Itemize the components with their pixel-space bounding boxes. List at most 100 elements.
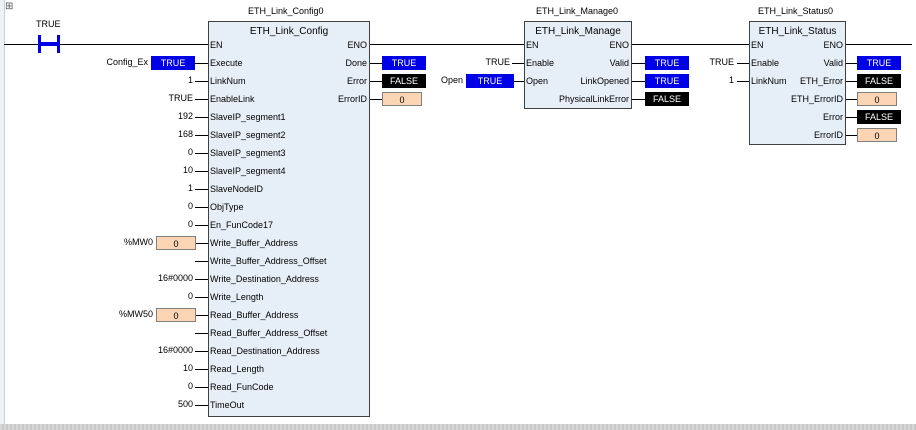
left-power-rail [0,0,5,424]
status-eth-errorid-value[interactable]: 0 [857,92,897,106]
manage-enable-value[interactable]: TRUE [485,57,511,67]
status-errorid-wire [846,135,857,136]
status-eth-errorid-wire [846,99,857,100]
manage-output-linkopened: LinkOpened [580,76,629,86]
config-output-error: Error [347,76,367,86]
manage-open-wire [514,81,524,82]
config-input-wire [195,405,208,406]
config-write-buffer-value[interactable]: 0 [156,236,196,250]
status-input-linknum: LinkNum [751,76,787,86]
config-input-value[interactable]: 168 [177,129,193,139]
config-input-slaveip-segment3: SlaveIP_segment3 [210,148,286,158]
config-input-wire [195,135,208,136]
config-input-wire [195,261,208,262]
manage-physicallinkerror-value[interactable]: FALSE [645,92,689,106]
config-input-value[interactable]: 1 [187,75,193,85]
manage-open-variable[interactable]: Open [440,75,463,85]
status-enable-wire [737,63,749,64]
config-input-value[interactable]: 192 [177,111,193,121]
config-input-read-buffer-address-offset: Read_Buffer_Address_Offset [210,328,328,338]
status-eth-error-wire [846,81,857,82]
config-output-value[interactable]: 0 [382,92,422,106]
config-input-value[interactable]: 1 [187,183,193,193]
config-input-write-buffer-address: Write_Buffer_Address [210,238,298,248]
config-input-objtype: ObjType [210,202,244,212]
config-input-value[interactable]: 0 [187,381,193,391]
config-output-value[interactable]: FALSE [382,74,426,88]
config-instance-name[interactable]: ETH_Link_Config0 [248,6,324,16]
config-input-wire [195,315,208,316]
config-input-value[interactable]: 16#0000 [157,273,193,283]
config-input-timeout: TimeOut [210,400,245,410]
status-block[interactable]: ETH_Link_Status EN ENO Enable LinkNum Va… [749,21,846,145]
status-block-type: ETH_Link_Status [758,26,837,37]
config-execute-value[interactable]: TRUE [151,56,195,70]
config-input-value[interactable]: 10 [182,363,193,373]
config-input-value[interactable]: 0 [187,147,193,157]
manage-output-valid: Valid [609,58,629,68]
config-input-value[interactable]: 0 [187,291,193,301]
config-input-value[interactable]: 0 [187,201,193,211]
config-input-value[interactable]: 0 [187,219,193,229]
status-output-valid: Valid [823,58,843,68]
status-eth-error-value[interactable]: FALSE [857,74,901,88]
config-input-value[interactable]: 16#0000 [157,345,193,355]
config-output-wire [370,63,382,64]
manage-input-open: Open [526,76,549,86]
config-input-wire [195,171,208,172]
config-input-read-funcode: Read_FunCode [210,382,274,392]
manage-valid-wire [632,63,646,64]
horizontal-scrollbar[interactable] [0,424,916,430]
config-input-linknum: LinkNum [210,76,246,86]
manage-enable-wire [512,63,524,64]
config-input-read-length: Read_Length [210,364,265,374]
manage-linkopened-value[interactable]: TRUE [645,74,689,88]
config-output-value[interactable]: TRUE [382,56,426,70]
config-input-enablelink: EnableLink [210,94,255,104]
status-valid-value[interactable]: TRUE [857,56,901,70]
config-en-pin: EN [210,40,223,50]
config-input-write-destination-address: Write_Destination_Address [210,274,319,284]
config-input-wire [195,333,208,334]
manage-eno-pin: ENO [609,40,629,50]
status-error-wire [846,117,857,118]
status-en-pin: EN [751,40,764,50]
manage-linkopened-wire [632,81,646,82]
config-input-wire [195,279,208,280]
config-input-wire [195,117,208,118]
status-output-error: Error [823,112,843,122]
status-input-enable: Enable [751,58,780,68]
status-errorid-value[interactable]: 0 [857,128,897,142]
expand-collapse-icon[interactable]: ⊞ [5,1,14,12]
config-input-en-funcode17: En_FunCode17 [210,220,274,230]
config-input-wire [195,243,208,244]
config-input-slaveip-segment2: SlaveIP_segment2 [210,130,286,140]
config-output-done: Done [345,58,367,68]
config-input-value[interactable]: TRUE [168,93,194,103]
manage-instance-name[interactable]: ETH_Link_Manage0 [536,6,619,16]
config-execute-variable[interactable]: Config_Ex [106,57,148,67]
manage-open-value[interactable]: TRUE [466,74,514,88]
config-read-buffer-variable[interactable]: %MW50 [118,309,153,319]
status-instance-name[interactable]: ETH_Link_Status0 [758,6,834,16]
config-eno-pin: ENO [347,40,367,50]
rung-line [4,44,912,45]
status-linknum-wire [737,81,749,82]
status-linknum-value[interactable]: 1 [728,75,734,85]
config-output-wire [370,99,382,100]
config-input-slaveip-segment1: SlaveIP_segment1 [210,112,286,122]
manage-valid-value[interactable]: TRUE [645,56,689,70]
config-input-wire [195,387,208,388]
status-output-eth-error: ETH_Error [799,76,843,86]
config-input-value[interactable]: 10 [182,165,193,175]
config-input-wire [195,207,208,208]
status-error-value[interactable]: FALSE [857,110,901,124]
config-write-buffer-variable[interactable]: %MW0 [124,237,153,247]
config-read-buffer-value[interactable]: 0 [156,308,196,322]
manage-output-physicallinkerror: PhysicalLinkError [558,94,629,104]
contact[interactable] [38,35,60,53]
manage-block[interactable]: ETH_Link_Manage EN ENO Enable Open Valid… [524,21,632,109]
status-enable-value[interactable]: TRUE [709,57,735,67]
config-input-value[interactable]: 500 [177,399,193,409]
